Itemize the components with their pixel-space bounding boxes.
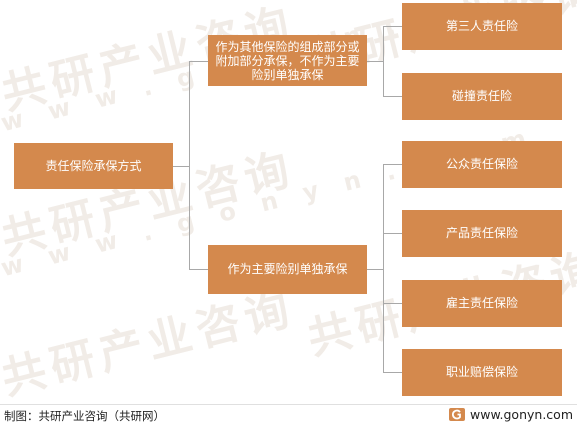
leaf-node: 碰撞责任险 <box>402 73 562 120</box>
branch-node-attached: 作为其他保险的组成部分或附加部分承保，不作为主要险别单独承保 <box>208 35 367 86</box>
footer-divider <box>0 404 577 405</box>
connector <box>383 303 402 304</box>
gonyn-logo-icon <box>449 408 465 421</box>
connector <box>383 26 384 97</box>
leaf-node: 雇主责任保险 <box>402 280 562 327</box>
branch-node-standalone: 作为主要险别单独承保 <box>208 245 367 294</box>
website-badge: www.gonyn.com <box>449 407 573 422</box>
connector <box>383 164 384 373</box>
leaf-node: 公众责任保险 <box>402 141 562 188</box>
connector <box>383 164 402 165</box>
leaf-node: 产品责任保险 <box>402 210 562 257</box>
root-node: 责任保险承保方式 <box>14 143 173 189</box>
connector <box>189 269 208 270</box>
website-url: www.gonyn.com <box>470 407 573 422</box>
source-credit: 制图：共研产业咨询（共研网） <box>4 409 165 423</box>
leaf-node: 职业赔偿保险 <box>402 349 562 396</box>
connector <box>189 61 190 270</box>
connector <box>383 233 402 234</box>
connector <box>367 61 384 62</box>
connector <box>383 26 402 27</box>
connector <box>367 269 384 270</box>
connector <box>383 96 402 97</box>
connector <box>173 166 190 167</box>
connector <box>189 61 208 62</box>
leaf-node: 第三人责任险 <box>402 3 562 50</box>
connector <box>383 372 402 373</box>
